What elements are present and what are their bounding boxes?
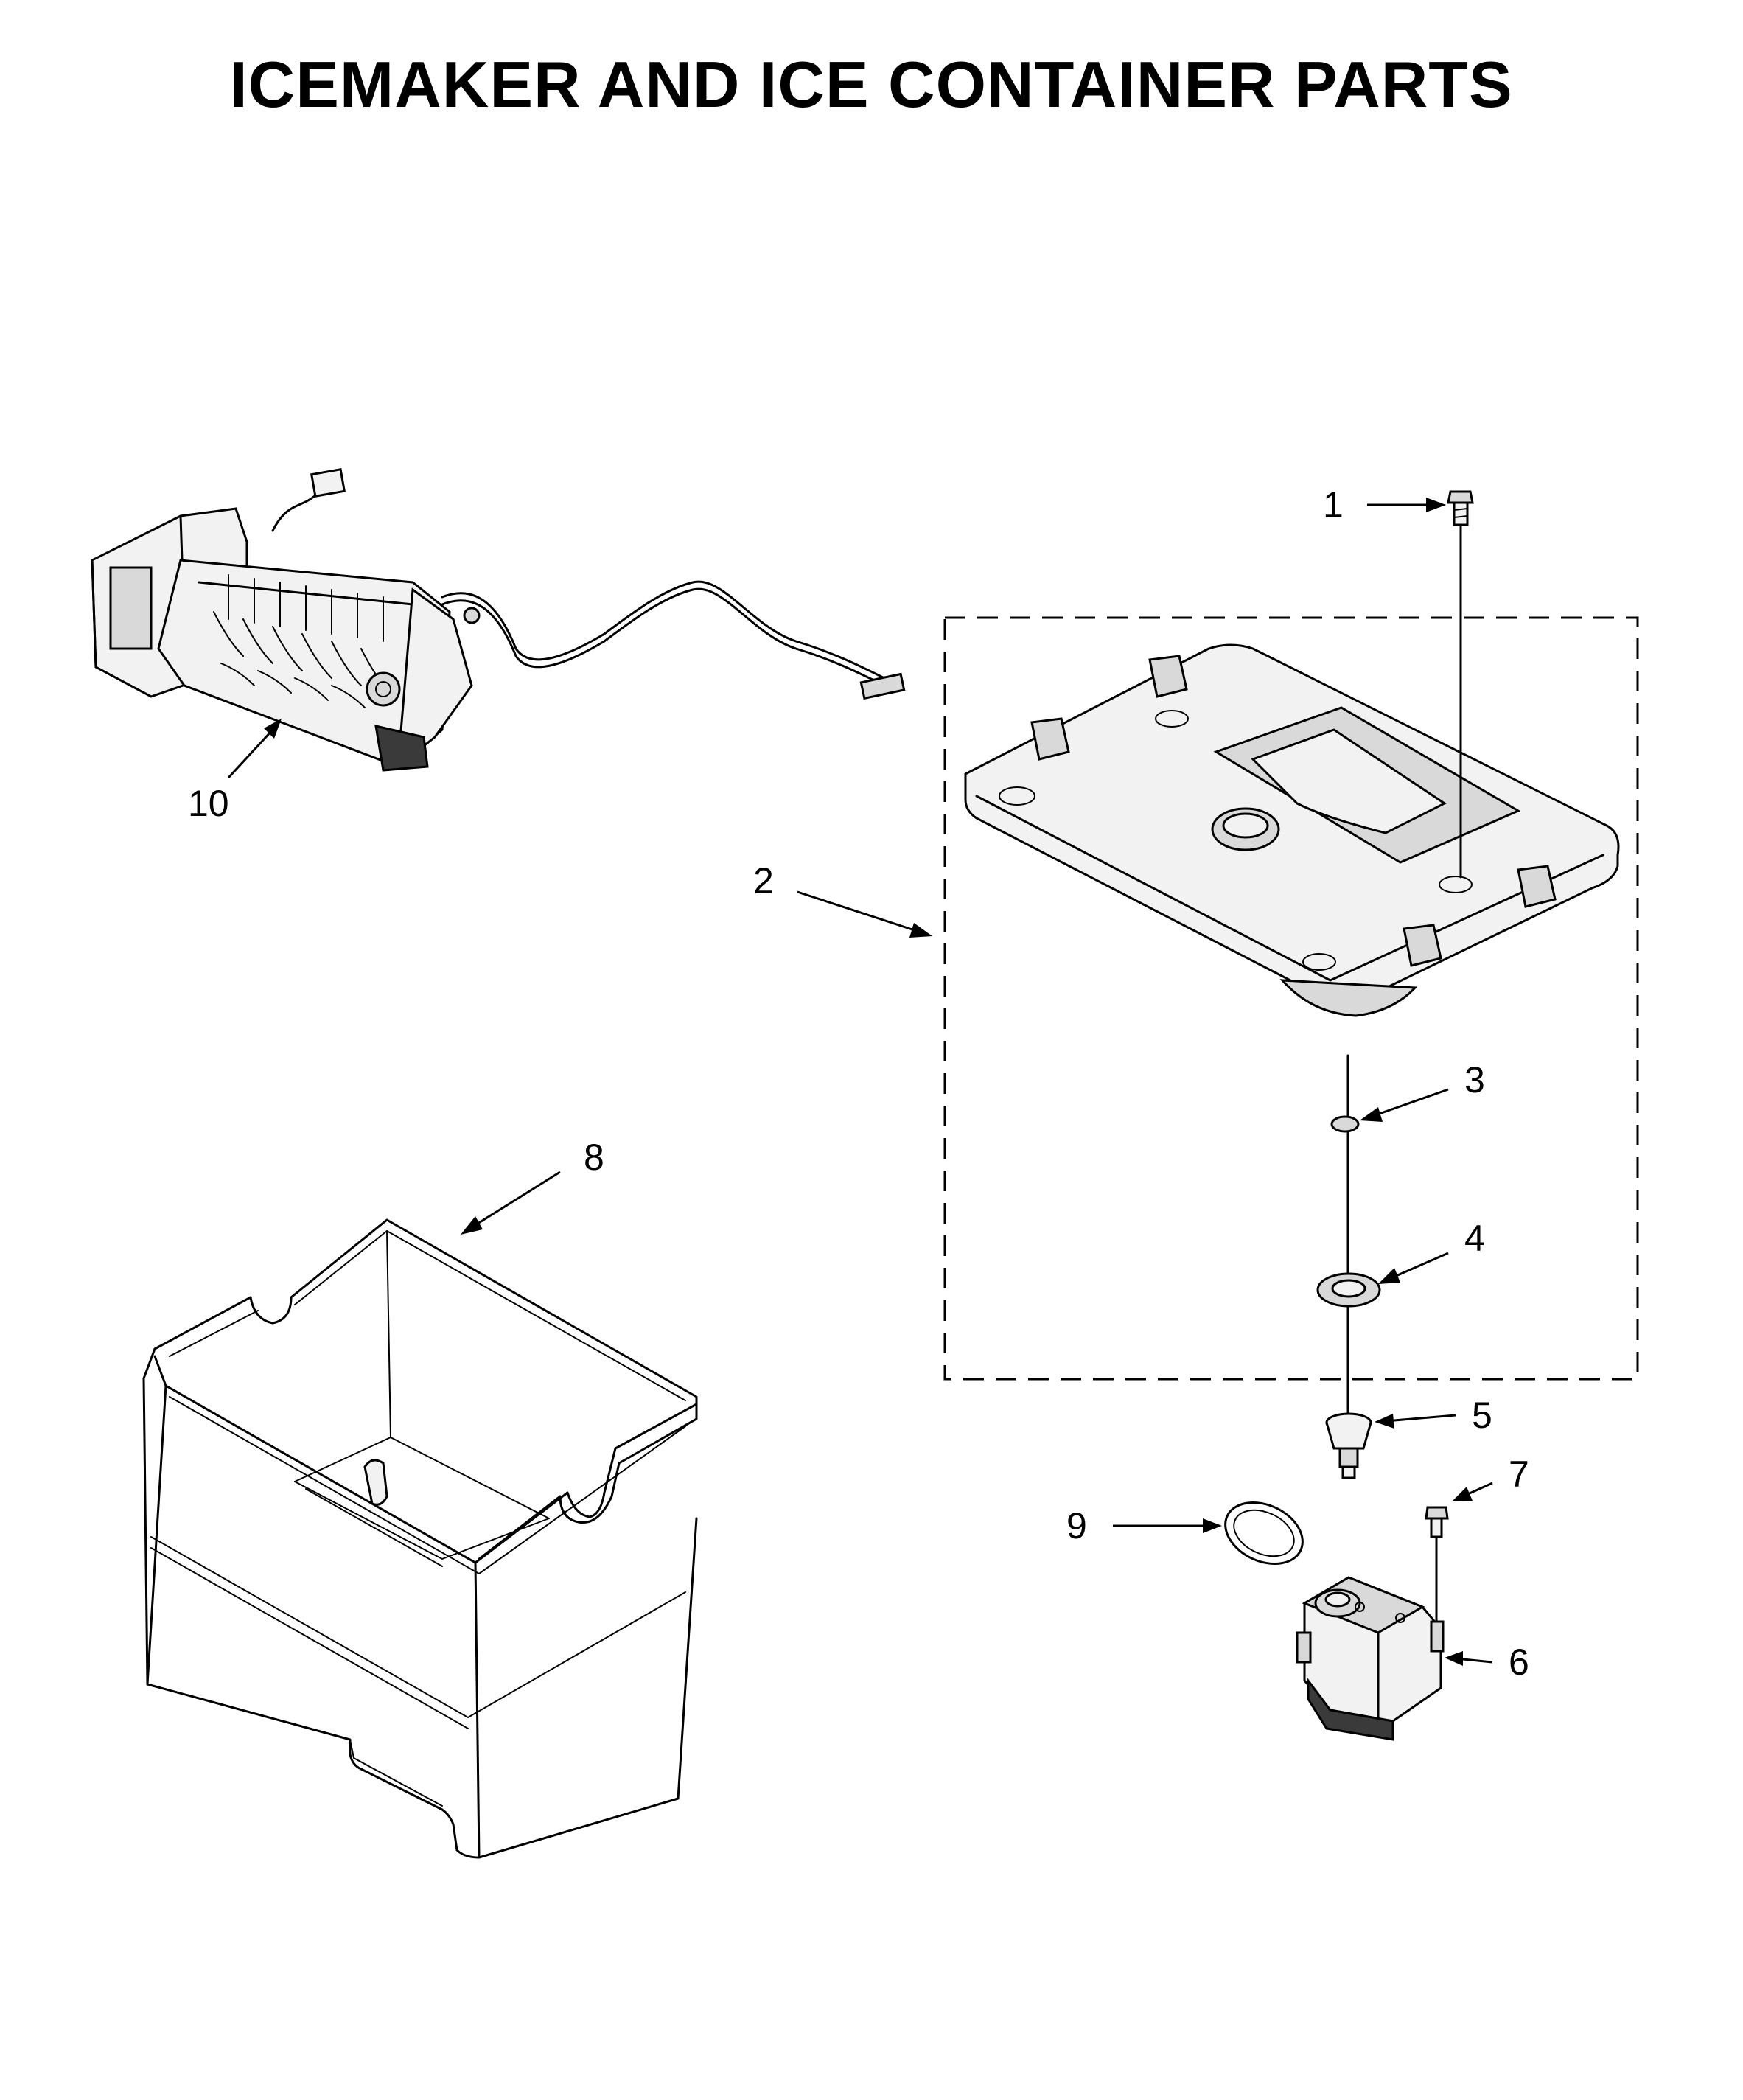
callout-10-arrowhead	[264, 719, 282, 739]
callout-2-arrowhead	[909, 923, 932, 938]
assembly-boundary	[943, 616, 1639, 1381]
bearing-drawing	[1316, 1272, 1381, 1308]
screw-drawing	[1447, 490, 1474, 526]
callout-4-arrowhead	[1378, 1268, 1400, 1284]
coupler-drawing	[1325, 1412, 1372, 1479]
callout-8-arrow	[471, 1171, 561, 1229]
callout-7-arrowhead	[1452, 1487, 1473, 1501]
icemaker-drawing	[91, 468, 906, 772]
callout-2: 2	[753, 860, 774, 901]
callout-2-arrow	[797, 890, 922, 934]
callout-3-arrow	[1370, 1088, 1449, 1118]
callout-5-arrow	[1385, 1414, 1456, 1423]
ice-container-drawing	[142, 1218, 698, 1859]
callout-3: 3	[1464, 1059, 1485, 1100]
callout-1: 1	[1323, 484, 1344, 526]
callout-8-arrowhead	[461, 1216, 483, 1235]
auger-motor-drawing	[1296, 1576, 1445, 1741]
callout-3-arrowhead	[1360, 1107, 1383, 1122]
page-title: ICEMAKER AND ICE CONTAINER PARTS	[229, 48, 1513, 121]
callout-6: 6	[1509, 1642, 1529, 1683]
motor-screw-drawing	[1425, 1506, 1449, 1538]
callout-8: 8	[584, 1137, 604, 1178]
callout-9: 9	[1066, 1505, 1087, 1546]
gasket-drawing	[1224, 1501, 1304, 1566]
callout-5: 5	[1472, 1395, 1492, 1436]
callout-4: 4	[1464, 1218, 1485, 1259]
callout-5-arrowhead	[1375, 1414, 1394, 1429]
callout-10: 10	[188, 783, 229, 824]
washer-drawing	[1330, 1115, 1360, 1133]
callout-1-arrowhead	[1426, 498, 1446, 512]
callout-6-arrowhead	[1445, 1651, 1463, 1666]
callout-9-arrowhead	[1203, 1518, 1222, 1533]
callout-4-arrow	[1389, 1252, 1449, 1280]
ice-bin-cover-drawing	[964, 643, 1620, 1017]
callout-7: 7	[1509, 1454, 1529, 1495]
callout-10-arrow	[227, 728, 274, 779]
